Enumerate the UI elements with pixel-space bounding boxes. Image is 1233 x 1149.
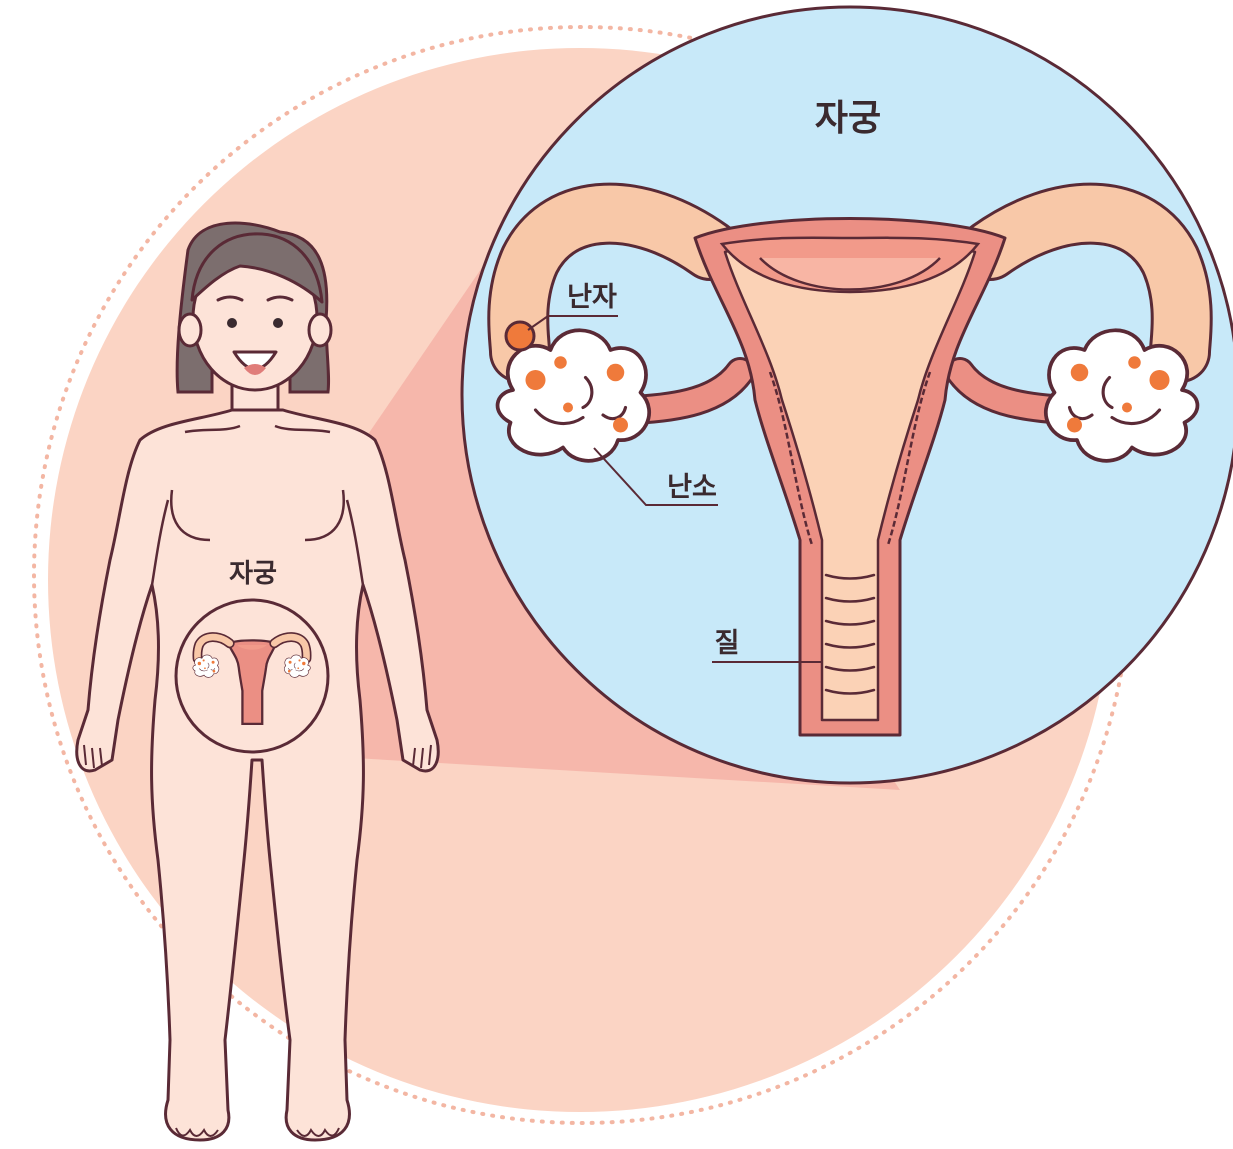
- vagina-label: 질: [715, 628, 740, 659]
- egg-label: 난자: [567, 282, 617, 313]
- small-uterus-inset: [176, 600, 328, 752]
- egg-cell: [506, 322, 534, 350]
- inset-title: 자궁: [815, 98, 881, 139]
- body-uterus-label: 자궁: [229, 559, 277, 589]
- ovary-label: 난소: [667, 472, 717, 503]
